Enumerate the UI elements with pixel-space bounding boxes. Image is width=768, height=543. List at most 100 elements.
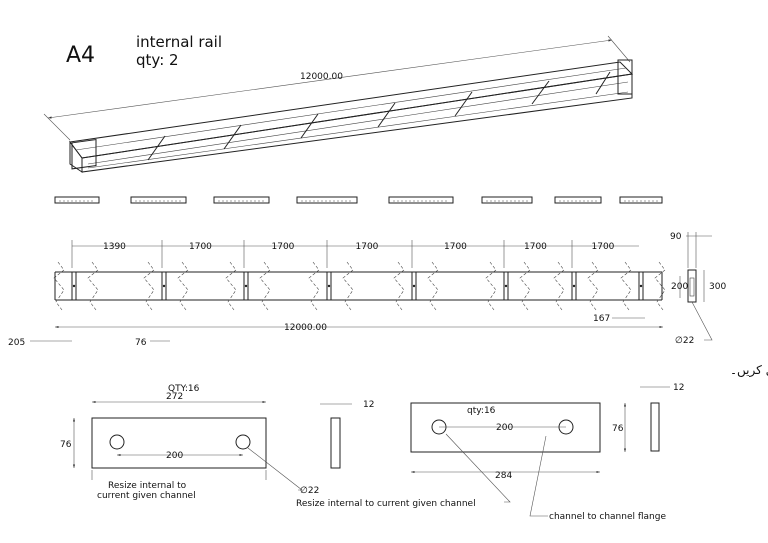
section-hole-dia-text: ∅22 xyxy=(675,336,694,346)
elevation-break-symbol xyxy=(620,261,632,311)
elevation-break-symbol xyxy=(587,261,599,311)
isometric-rail-view: 12000.00 xyxy=(43,35,634,173)
part-quantity: qty: 2 xyxy=(136,51,179,69)
iso-plate xyxy=(531,80,550,105)
spacing-dim-text: 1700 xyxy=(592,242,615,252)
plate-a-length-text: 272 xyxy=(166,392,183,402)
section-strip-profile xyxy=(481,196,533,204)
section-strip-profile xyxy=(130,196,187,204)
left-offset-text: 205 xyxy=(8,338,25,348)
iso-internal-plates xyxy=(147,71,611,161)
plate-b-view: qty:16 200 76 284 Resize internal to cur… xyxy=(296,402,666,522)
plate-b-edge-outline xyxy=(650,402,660,452)
elevation-break-symbol xyxy=(177,261,189,311)
plate-b-note: Resize internal to current given channel xyxy=(296,499,476,509)
rail-inner-edge-lower xyxy=(87,81,629,165)
elevation-break-symbol xyxy=(225,261,237,311)
section-width-text: 90 xyxy=(670,232,682,242)
elevation-break-symbol xyxy=(553,261,565,311)
spacing-dim-text: 1700 xyxy=(356,242,379,252)
section-strip-profile xyxy=(213,196,270,204)
elevation-break-symbol xyxy=(87,261,99,311)
plate-a-height-text: 76 xyxy=(60,440,72,450)
plate-a-note-line1: Resize internal to xyxy=(108,481,187,491)
elevation-break-symbol xyxy=(259,261,271,311)
spacing-dim-text: 1390 xyxy=(103,242,126,252)
elevation-break-symbol xyxy=(53,261,65,311)
plate-b-qty: qty:16 xyxy=(467,406,496,416)
elevation-bolt xyxy=(504,284,508,288)
plate-b-flange-note: channel to channel flange xyxy=(549,512,666,522)
section-strip-profile xyxy=(388,196,454,204)
spacing-dim-text: 1700 xyxy=(189,242,212,252)
plate-b-hole-spacing-text: 200 xyxy=(496,423,513,433)
rail-end-plate-right xyxy=(617,59,633,95)
section-hole-leader xyxy=(691,301,713,341)
elevation-break-symbol xyxy=(143,261,155,311)
plate-a-outline xyxy=(91,417,267,469)
elevation-bolt xyxy=(572,284,576,288)
elevation-spacing-dims: 1390 1700 1700 1700 1700 1700 1700 xyxy=(71,240,639,268)
elevation-bolt xyxy=(244,284,248,288)
plate-a-qty: QTY:16 xyxy=(168,384,200,394)
plate-a-hole-spacing-text: 200 xyxy=(166,451,183,461)
rail-flange-edge xyxy=(87,91,629,169)
elevation-bolt xyxy=(327,284,331,288)
iso-plate xyxy=(454,91,473,117)
rail-end-plate-left xyxy=(71,138,97,170)
elevation-break-symbol xyxy=(393,261,405,311)
rail-end-face xyxy=(69,140,83,173)
iso-length-dimension-line xyxy=(47,39,613,119)
section-strip-profile xyxy=(554,196,602,204)
plate-b-height-text: 76 xyxy=(612,424,624,434)
elevation-bolt xyxy=(162,284,166,288)
spacing-dim-text: 1700 xyxy=(524,242,547,252)
sheet-id: A4 xyxy=(66,43,95,68)
spacing-dim-text: 1700 xyxy=(444,242,467,252)
rail-top-face xyxy=(69,61,634,159)
elevation-break-symbol xyxy=(342,261,354,311)
plate-a-edge-outline xyxy=(330,417,341,469)
iso-plate xyxy=(377,102,396,128)
elevation-break-symbol xyxy=(654,261,666,311)
plate-a-hole-leader xyxy=(247,447,303,491)
iso-extension-left xyxy=(43,113,71,141)
elevation-bolt xyxy=(72,284,76,288)
plate-width-text: 76 xyxy=(135,338,147,348)
plate-b-edge-view: 12 xyxy=(640,383,684,452)
rail-inner-edge xyxy=(75,67,627,151)
plate-a-hole-left xyxy=(109,434,125,450)
plate-a-hole-right xyxy=(235,434,251,450)
section-strip-profile xyxy=(54,196,100,204)
plate-b-thickness-text: 12 xyxy=(673,383,684,393)
plate-a-note-line2: current given channel xyxy=(97,491,196,501)
iso-plate xyxy=(223,124,242,150)
plate-a-hole-dia-text: ∅22 xyxy=(300,486,319,496)
right-offset-text: 167 xyxy=(593,314,610,324)
section-strip-profile xyxy=(619,196,663,204)
overall-dim-text: 12000.00 xyxy=(284,323,327,333)
iso-extension-right xyxy=(607,35,631,63)
top-section-strip xyxy=(54,196,663,204)
section-profile-inner xyxy=(689,277,695,297)
iso-plate xyxy=(595,71,611,95)
part-name: internal rail xyxy=(136,33,222,51)
iso-plate xyxy=(147,135,166,161)
elevation-break-symbol xyxy=(485,261,497,311)
spacing-dim-text: 1700 xyxy=(272,242,295,252)
elevation-break-symbol xyxy=(519,261,531,311)
iso-plate xyxy=(300,113,319,139)
end-section-view: 90 200 300 ∅22 xyxy=(670,232,726,346)
plate-b-flange-leader xyxy=(529,435,548,517)
elevation-break-symbol xyxy=(427,261,439,311)
elevation-bolt xyxy=(639,284,643,288)
plate-a-edge-view: 12 xyxy=(320,400,374,469)
section-profile xyxy=(687,269,697,303)
urdu-resize-note: موجودہ دیے گئے چینل کے لیے اندرونی سائز … xyxy=(730,363,768,378)
plate-b-note-leader xyxy=(445,433,511,503)
elevation-break-symbol xyxy=(308,261,320,311)
plate-b-length-text: 284 xyxy=(495,471,512,481)
elevation-bolt xyxy=(412,284,416,288)
section-outer-height-text: 300 xyxy=(709,282,726,292)
